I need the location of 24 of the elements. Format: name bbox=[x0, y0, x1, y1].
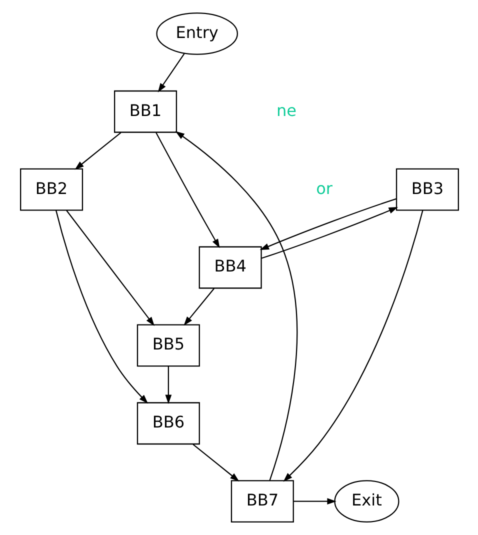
arrow bbox=[164, 366, 172, 404]
node-box: BB6 bbox=[136, 402, 200, 445]
arrow bbox=[74, 132, 121, 170]
arrow bbox=[174, 131, 298, 481]
arrow bbox=[66, 210, 154, 326]
arrow bbox=[54, 210, 148, 404]
arrow bbox=[192, 444, 239, 482]
node-box: BB2 bbox=[20, 168, 83, 211]
node-ellipse: Exit bbox=[334, 480, 399, 523]
arrow bbox=[157, 53, 184, 92]
arrow bbox=[260, 207, 398, 259]
node-box: BB1 bbox=[114, 90, 177, 133]
node-box: BB4 bbox=[198, 246, 262, 289]
node-box: BB7 bbox=[230, 480, 294, 523]
node-ellipse: Entry bbox=[156, 12, 238, 55]
label: ne bbox=[276, 100, 296, 120]
arrow bbox=[259, 198, 396, 250]
label: or bbox=[316, 178, 332, 198]
arrow bbox=[183, 288, 214, 326]
node-box: BB5 bbox=[136, 324, 200, 367]
arrow bbox=[282, 210, 423, 482]
arrow bbox=[155, 132, 220, 248]
arrow bbox=[292, 498, 336, 505]
node-box: BB3 bbox=[395, 168, 458, 211]
